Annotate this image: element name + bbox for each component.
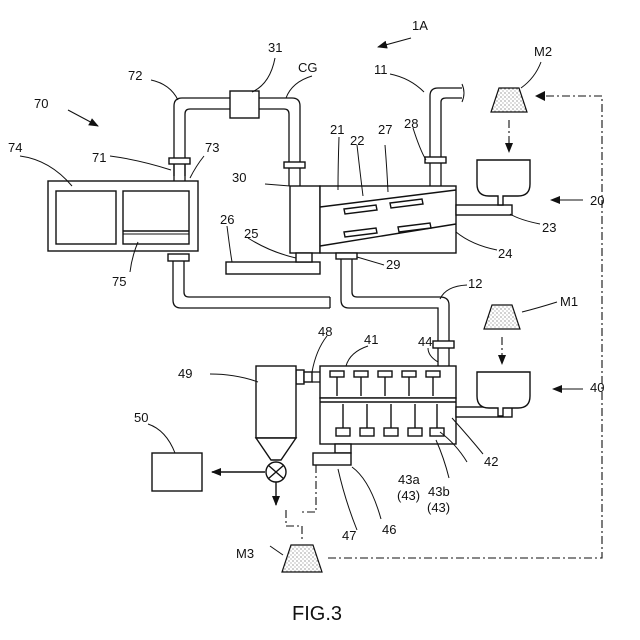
label-28: 28	[404, 116, 418, 131]
cyclone-body	[256, 366, 296, 438]
label-29: 29	[386, 257, 400, 272]
m3-pile	[282, 545, 322, 572]
flange-30-top	[284, 162, 305, 168]
unit-73-chamber	[123, 191, 189, 244]
label-M3: M3	[236, 546, 254, 561]
label-75: 75	[112, 274, 126, 289]
flange-71	[169, 158, 190, 164]
label-73: 73	[205, 140, 219, 155]
m2-pile	[491, 88, 527, 112]
label-40: 40	[590, 380, 604, 395]
label-M1: M1	[560, 294, 578, 309]
material-m1	[484, 305, 520, 364]
housing-30	[290, 186, 320, 253]
label-41: 41	[364, 332, 378, 347]
flange-44	[433, 341, 454, 348]
m1-pile	[484, 305, 520, 329]
unit-20	[226, 160, 530, 274]
label-74: 74	[8, 140, 22, 155]
flange-29	[336, 253, 357, 259]
label-42: 42	[484, 454, 498, 469]
label-31: 31	[268, 40, 282, 55]
label-50: 50	[134, 410, 148, 425]
figure-caption: FIG.3	[292, 603, 342, 625]
unit-40	[296, 366, 530, 465]
label-12: 12	[468, 276, 482, 291]
motor-47	[313, 453, 351, 465]
unit-74-chamber	[56, 191, 116, 244]
flange-28	[425, 157, 446, 163]
label-21: 21	[330, 122, 344, 137]
flange-48a	[296, 370, 304, 384]
label-46: 46	[382, 522, 396, 537]
flange-75	[168, 254, 189, 261]
label-25: 25	[244, 226, 258, 241]
base-26	[226, 262, 320, 274]
label-27: 27	[378, 122, 392, 137]
label-26: 26	[220, 212, 234, 227]
shaft-23	[456, 205, 512, 215]
pipe-11	[425, 84, 464, 186]
hopper-20	[477, 160, 530, 205]
label-11: 11	[374, 62, 388, 77]
unit-70	[48, 181, 198, 251]
label-24: 24	[498, 246, 512, 261]
device-31	[230, 91, 259, 118]
flange-48b	[304, 372, 312, 382]
label-30: 30	[232, 170, 246, 185]
label-22: 22	[350, 133, 364, 148]
label-20: 20	[590, 193, 604, 208]
label-43a-paren: (43)	[397, 488, 420, 503]
label-48: 48	[318, 324, 332, 339]
label-M2: M2	[534, 44, 552, 59]
material-m2	[491, 88, 527, 152]
support-25	[296, 253, 312, 262]
cyclone-cone	[256, 438, 296, 460]
label-44: 44	[418, 334, 432, 349]
label-70: 70	[34, 96, 48, 111]
label-47: 47	[342, 528, 356, 543]
label-23: 23	[542, 220, 556, 235]
label-72: 72	[128, 68, 142, 83]
label-43a: 43a	[398, 472, 420, 487]
unit-50	[152, 453, 202, 491]
label-43b-paren: (43)	[427, 500, 450, 515]
label-71: 71	[92, 150, 106, 165]
label-1A: 1A	[412, 18, 428, 33]
lower-chamber-42	[320, 398, 456, 444]
outlet-46	[335, 444, 351, 453]
label-CG: CG	[298, 60, 318, 75]
label-43b: 43b	[428, 484, 450, 499]
label-49: 49	[178, 366, 192, 381]
